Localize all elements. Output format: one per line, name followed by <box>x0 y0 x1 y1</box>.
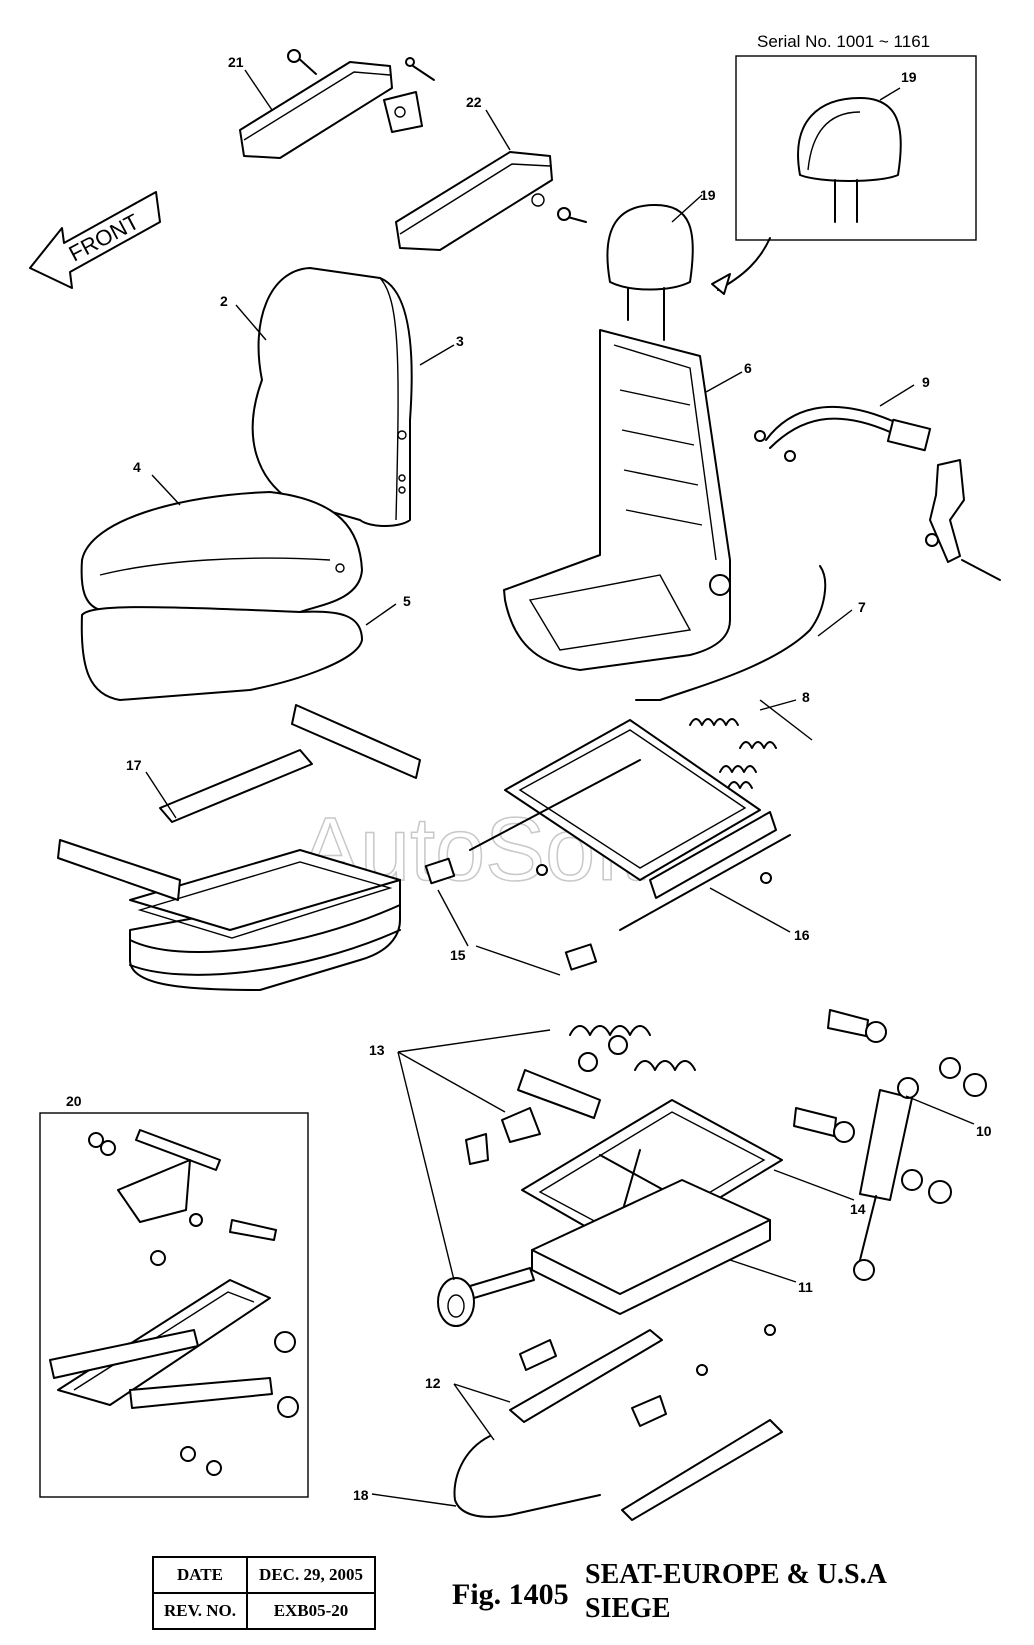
serial-note: Serial No. 1001 ~ 1161 <box>757 32 930 51</box>
callout-13: 13 <box>369 1042 385 1058</box>
part-15-caps <box>424 857 598 971</box>
figure-title-line-1: SEAT-EUROPE & U.S.A <box>585 1559 887 1590</box>
callout-4: 4 <box>133 459 141 475</box>
callout-15: 15 <box>450 947 466 963</box>
part-4-seat-cushion <box>80 491 363 613</box>
callout-3: 3 <box>456 333 464 349</box>
part-10-damper <box>793 1009 987 1281</box>
callout-7: 7 <box>858 599 866 615</box>
part-20-mechanism <box>49 1129 299 1476</box>
leader-lines <box>145 69 975 1507</box>
callout-11: 11 <box>798 1279 813 1295</box>
callout-21: 21 <box>228 54 244 70</box>
part-7-cable <box>635 565 827 701</box>
date-label: DATE <box>152 1556 248 1594</box>
height-adjust-knob <box>437 1267 535 1327</box>
serial-inset-box <box>735 55 977 241</box>
part-17-bellows <box>57 704 421 991</box>
callout-22: 22 <box>466 94 482 110</box>
callout-19-inset: 19 <box>901 69 917 85</box>
callout-6: 6 <box>744 360 752 376</box>
part-16-slide-frame <box>469 719 791 931</box>
part-21-armrest <box>239 49 435 159</box>
part-11-suspension-base <box>531 1179 771 1315</box>
callout-20: 20 <box>66 1093 82 1109</box>
part-5-seat-cushion-base <box>80 606 363 701</box>
callout-12: 12 <box>425 1375 441 1391</box>
rev-value: EXB05-20 <box>246 1592 376 1630</box>
callout-9: 9 <box>922 374 930 390</box>
date-value: DEC. 29, 2005 <box>246 1556 376 1594</box>
front-arrow: FRONT <box>29 191 161 289</box>
part-6-seat-frame <box>503 329 731 671</box>
part-9-seat-belt <box>754 405 1001 581</box>
callout-16: 16 <box>794 927 810 943</box>
part-18-handle <box>453 1435 601 1518</box>
figure-title: SEAT-EUROPE & U.S.A SIEGE <box>585 1558 887 1626</box>
part-19-headrest-inset <box>797 97 902 223</box>
callout-17: 17 <box>126 757 142 773</box>
part-12-rails <box>509 1324 783 1521</box>
inset-arrowhead <box>711 273 731 295</box>
callout-14: 14 <box>850 1201 866 1217</box>
part-20-inset-box <box>39 1112 309 1498</box>
callout-2: 2 <box>220 293 228 309</box>
part-8-springs <box>689 718 777 789</box>
callout-10: 10 <box>976 1123 992 1139</box>
callout-18: 18 <box>353 1487 369 1503</box>
callout-5: 5 <box>403 593 411 609</box>
figure-title-line-2: SIEGE <box>585 1593 671 1624</box>
title-block-row-date: DATE DEC. 29, 2005 <box>152 1556 376 1594</box>
title-block-table: DATE DEC. 29, 2005 REV. NO. EXB05-20 <box>152 1556 376 1630</box>
part-13-suspension-springs <box>465 1025 696 1165</box>
part-22-armrest <box>395 151 587 251</box>
part-19-headrest <box>606 204 694 341</box>
figure-number: Fig. 1405 <box>452 1578 569 1611</box>
callout-19: 19 <box>700 187 716 203</box>
callout-8: 8 <box>802 689 810 705</box>
rev-label: REV. NO. <box>152 1592 248 1630</box>
part-2-backrest <box>251 267 413 527</box>
title-block-row-rev: REV. NO. EXB05-20 <box>152 1592 376 1630</box>
callout-numbers: 21 22 19 19 2 3 6 9 4 5 7 8 17 16 15 13 … <box>66 54 992 1503</box>
